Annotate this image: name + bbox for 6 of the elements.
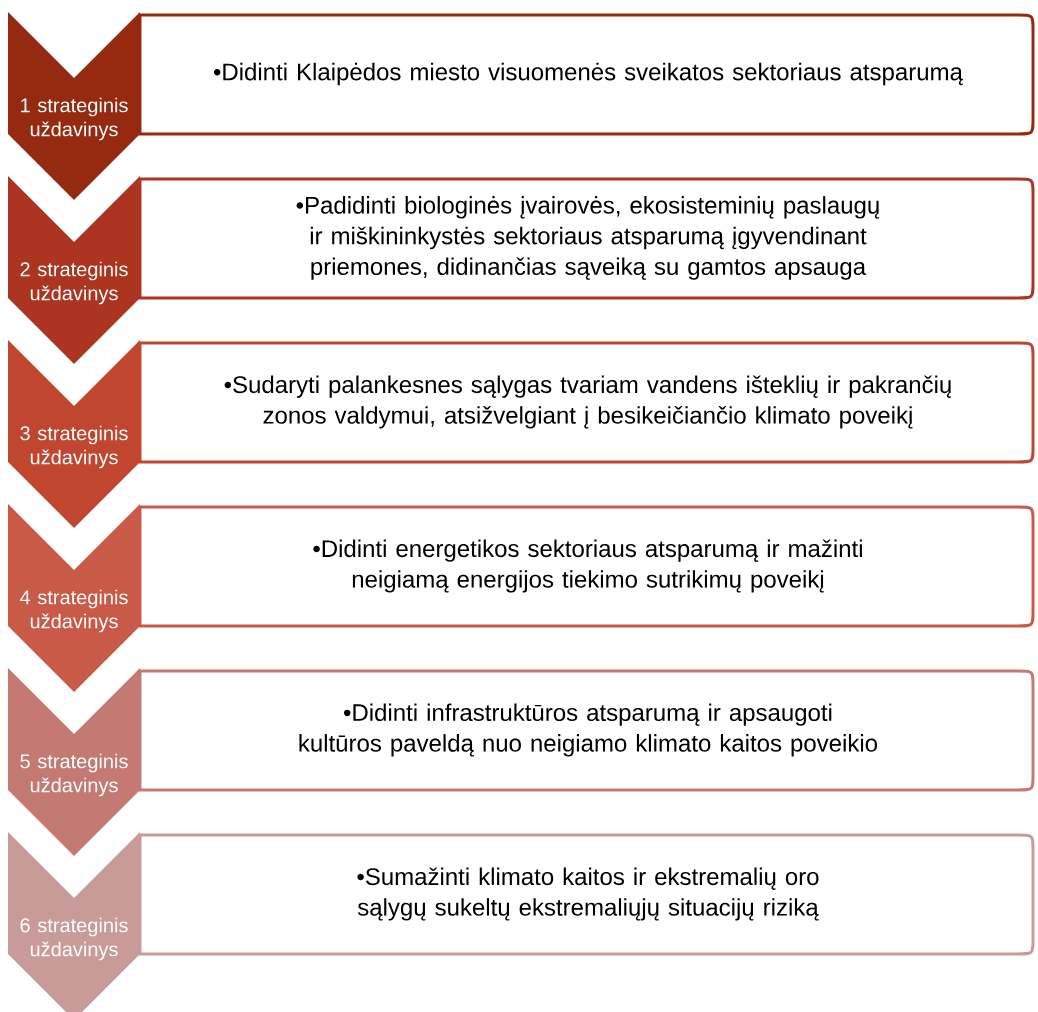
text-box: •Sumažinti klimato kaitos ir ekstremalių oro sąlygų sukeltų ekstremaliųjų situacijų riziką	[138, 833, 1035, 956]
text-box: •Didinti Klaipėdos miesto visuomenės sveikatos sektoriaus atsparumą	[138, 13, 1035, 136]
text-box: •Sudaryti palankesnes sąlygas tvariam vandens išteklių ir pakrančių zonos valdymui, atsižvelgiant į besikeičiančio klimato poveikį	[138, 341, 1035, 464]
text-box: •Padidinti biologinės įvairovės, ekosisteminių paslaugų ir miškininkystės sektoriaus atsparumą įgyvendinant priemones, didinančias sąveiką su gamtos apsauga	[138, 177, 1035, 300]
text-box: •Didinti infrastruktūros atsparumą ir apsaugoti kultūros paveldą nuo neigiamo klimato kaitos poveikio	[138, 669, 1035, 792]
text-box: •Didinti energetikos sektoriaus atsparumą ir mažinti neigiamą energijos tiekimo sutrikimų poveikį	[138, 505, 1035, 628]
